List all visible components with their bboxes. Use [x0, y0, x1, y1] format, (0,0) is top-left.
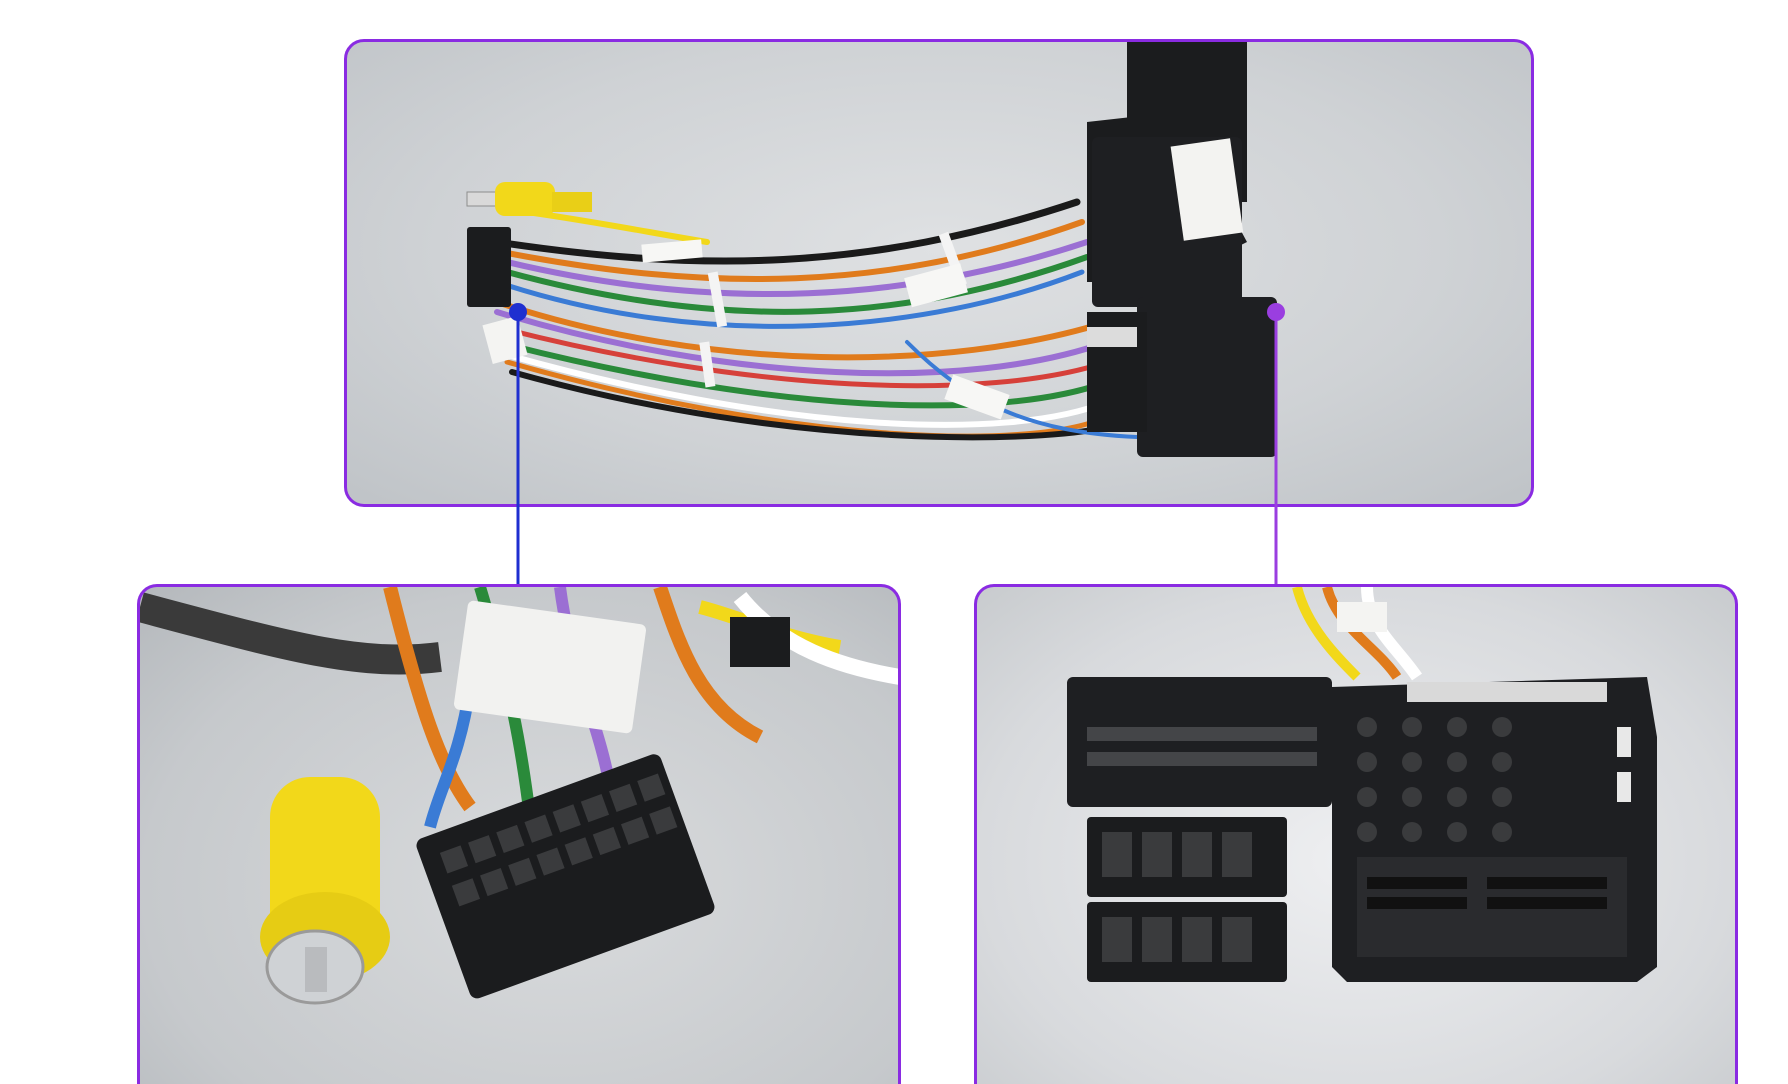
- small-white-plug: [1337, 602, 1387, 632]
- black-pin-connector: [416, 754, 715, 999]
- rca-plug-closeup: [260, 777, 390, 1005]
- zip-tie: [699, 341, 716, 388]
- quadlock-photo: [1067, 587, 1657, 982]
- white-pin-connector: [453, 600, 647, 734]
- harness-photo: [466, 42, 1277, 457]
- quadlock-right-block: [1332, 677, 1657, 982]
- quadlock-label-strip: [1407, 682, 1607, 702]
- quadlock-label: [1170, 138, 1244, 241]
- wire-tag: [904, 263, 968, 308]
- wire-tag: [944, 374, 1010, 420]
- pin-connector-left: [467, 227, 511, 307]
- zip-tie: [707, 271, 728, 328]
- quadlock-left-block: [1067, 677, 1332, 982]
- harness-overview-panel: [344, 39, 1534, 507]
- wire-bundle: [493, 198, 1139, 441]
- background-connector: [730, 617, 790, 667]
- quadlock-closeup-panel: [974, 584, 1738, 1084]
- wire-tag: [641, 239, 703, 263]
- pin-connector-closeup-panel: [137, 584, 901, 1084]
- rca-plug: [466, 182, 592, 216]
- white-connector-small: [482, 316, 528, 364]
- quadlock-connector: [1087, 42, 1277, 457]
- pin-connector-photo: [140, 587, 898, 1005]
